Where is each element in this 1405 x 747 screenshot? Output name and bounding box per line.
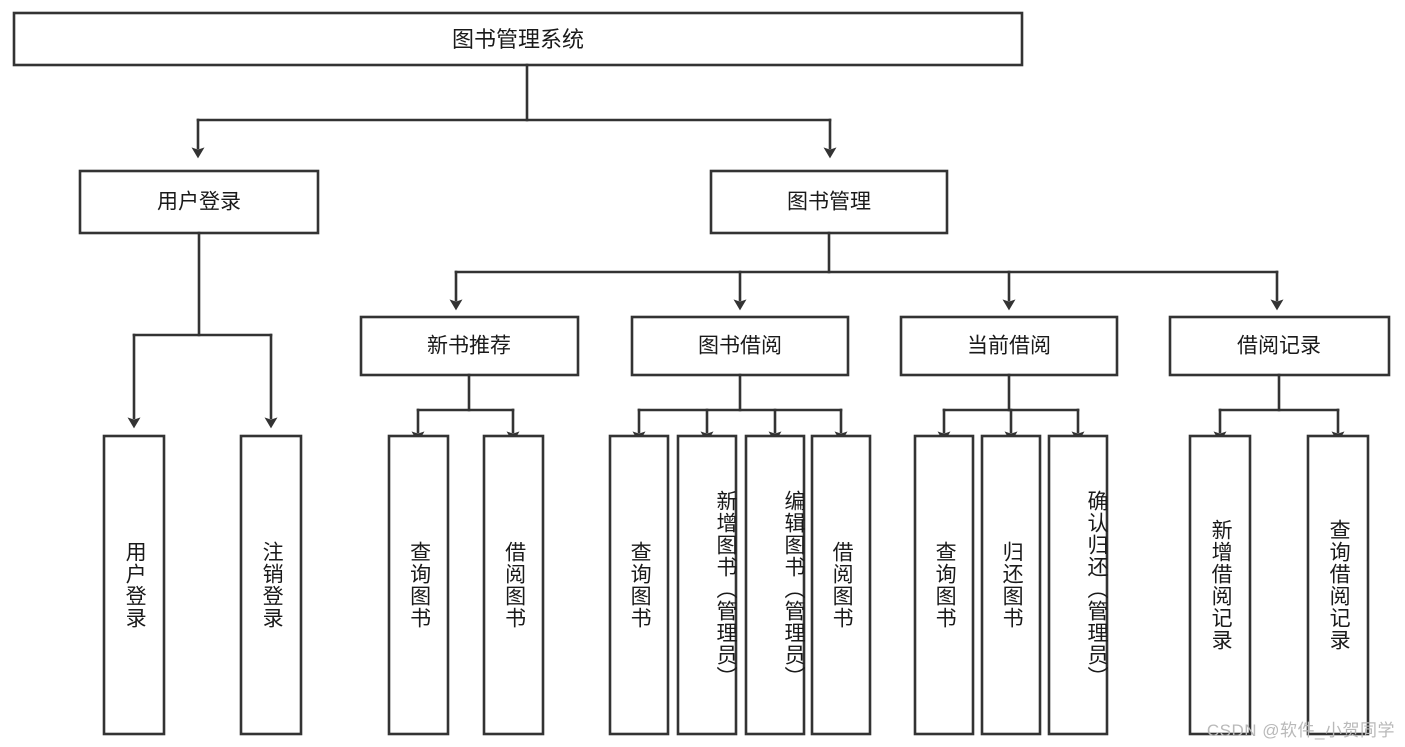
leaf-box-query-book-nb[interactable] — [387, 434, 450, 736]
node-current-borrow-label: 当前借阅 — [967, 335, 1051, 358]
node-book-manage-label: 图书管理 — [787, 191, 871, 214]
leaf-box-confirm-return-admin[interactable] — [1047, 434, 1109, 736]
leaf-box-borrow-book-nb[interactable] — [482, 434, 545, 736]
node-book-manage[interactable]: 图书管理 — [709, 169, 949, 235]
leaf-box-logout[interactable] — [239, 434, 303, 736]
leaf-box-query-book-cb[interactable] — [913, 434, 975, 736]
leaf-box-edit-book-admin[interactable] — [744, 434, 806, 736]
node-new-book-recommend-box[interactable] — [359, 315, 580, 377]
node-new-book-recommend-label: 新书推荐 — [427, 335, 511, 358]
node-current-borrow-box[interactable] — [899, 315, 1119, 377]
node-current-borrow[interactable]: 当前借阅 — [899, 315, 1119, 377]
node-borrow-record-label: 借阅记录 — [1237, 335, 1321, 358]
node-borrow-record[interactable]: 借阅记录 — [1168, 315, 1391, 377]
node-book-manage-box[interactable] — [709, 169, 949, 235]
leaf-box-add-borrow-record[interactable] — [1188, 434, 1252, 736]
node-book-borrow[interactable]: 图书借阅 — [630, 315, 850, 377]
node-new-book-recommend[interactable]: 新书推荐 — [359, 315, 580, 377]
leaf-box-user-login[interactable] — [102, 434, 166, 736]
leaf-box-borrow-book-bb[interactable] — [810, 434, 872, 736]
node-book-borrow-label: 图书借阅 — [698, 335, 782, 358]
watermark-text: CSDN @软件_小贺同学 — [1206, 721, 1395, 740]
node-book-borrow-box[interactable] — [630, 315, 850, 377]
leaf-box-query-book-bb[interactable] — [608, 434, 670, 736]
leaf-box-add-book-admin[interactable] — [676, 434, 738, 736]
leaf-box-return-book[interactable] — [980, 434, 1042, 736]
node-root[interactable]: 图书管理系统 — [12, 11, 1024, 67]
node-user-login-label: 用户登录 — [157, 191, 241, 214]
node-user-login[interactable]: 用户登录 — [78, 169, 320, 235]
node-root-box[interactable] — [12, 11, 1024, 67]
node-root-label: 图书管理系统 — [452, 27, 584, 52]
leaf-box-query-borrow-record[interactable] — [1306, 434, 1370, 736]
node-borrow-record-box[interactable] — [1168, 315, 1391, 377]
